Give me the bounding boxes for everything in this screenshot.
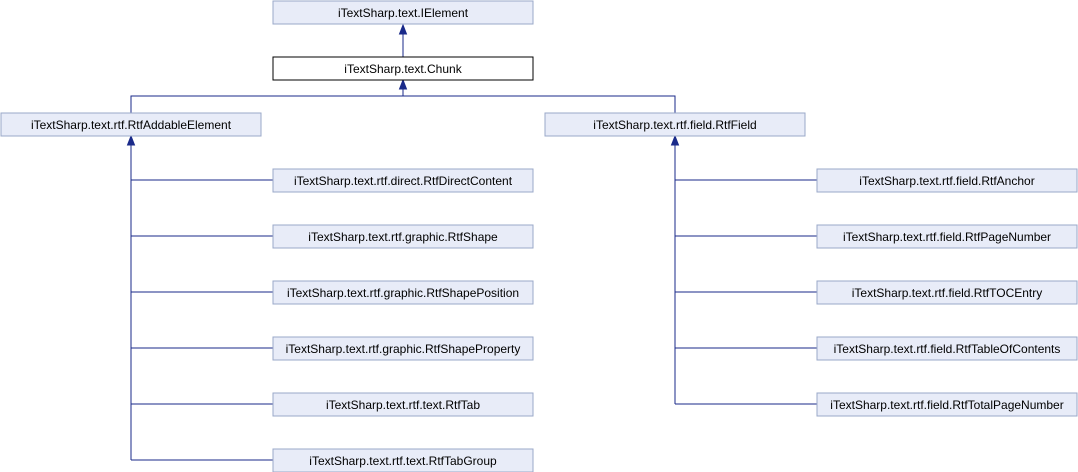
node-rtf-shape-label: iTextSharp.text.rtf.graphic.RtfShape: [308, 230, 498, 244]
arrowhead-rtf-field: [670, 134, 680, 146]
node-rtf-tab-group-label: iTextSharp.text.rtf.text.RtfTabGroup: [309, 454, 497, 468]
node-rtf-total-page-number[interactable]: iTextSharp.text.rtf.field.RtfTotalPageNu…: [816, 392, 1078, 417]
node-rtf-tab[interactable]: iTextSharp.text.rtf.text.RtfTab: [272, 392, 534, 417]
node-chunk-label: iTextSharp.text.Chunk: [344, 62, 462, 76]
node-rtf-anchor[interactable]: iTextSharp.text.rtf.field.RtfAnchor: [816, 168, 1078, 193]
node-rtf-total-page-number-label: iTextSharp.text.rtf.field.RtfTotalPageNu…: [830, 398, 1063, 412]
arrowhead-ielement: [398, 23, 408, 35]
node-rtf-table-of-contents[interactable]: iTextSharp.text.rtf.field.RtfTableOfCont…: [816, 336, 1078, 361]
arrowhead-rtf-addable-element: [126, 134, 136, 146]
node-ielement-label: iTextSharp.text.IElement: [338, 6, 469, 20]
node-rtf-table-of-contents-label: iTextSharp.text.rtf.field.RtfTableOfCont…: [834, 342, 1061, 356]
node-rtf-shape-property-label: iTextSharp.text.rtf.graphic.RtfShapeProp…: [286, 342, 521, 356]
node-rtf-anchor-label: iTextSharp.text.rtf.field.RtfAnchor: [859, 174, 1034, 188]
node-rtf-addable-element-label: iTextSharp.text.rtf.RtfAddableElement: [31, 118, 232, 132]
arrowhead-chunk: [398, 78, 408, 90]
node-rtf-tab-label: iTextSharp.text.rtf.text.RtfTab: [326, 398, 480, 412]
node-rtf-page-number[interactable]: iTextSharp.text.rtf.field.RtfPageNumber: [816, 224, 1078, 249]
node-rtf-toc-entry-label: iTextSharp.text.rtf.field.RtfTOCEntry: [852, 286, 1043, 300]
node-rtf-direct-content[interactable]: iTextSharp.text.rtf.direct.RtfDirectCont…: [272, 168, 534, 193]
edges: [126, 23, 817, 461]
edge-rtf-field-to-chunk: [402, 89, 676, 113]
node-rtf-shape-position-label: iTextSharp.text.rtf.graphic.RtfShapePosi…: [287, 286, 519, 300]
node-rtf-shape-property[interactable]: iTextSharp.text.rtf.graphic.RtfShapeProp…: [272, 336, 534, 361]
node-rtf-direct-content-label: iTextSharp.text.rtf.direct.RtfDirectCont…: [294, 174, 513, 188]
node-rtf-shape-position[interactable]: iTextSharp.text.rtf.graphic.RtfShapePosi…: [272, 280, 534, 305]
node-rtf-tab-group[interactable]: iTextSharp.text.rtf.text.RtfTabGroup: [272, 448, 534, 472]
node-rtf-page-number-label: iTextSharp.text.rtf.field.RtfPageNumber: [843, 230, 1051, 244]
node-rtf-shape[interactable]: iTextSharp.text.rtf.graphic.RtfShape: [272, 224, 534, 249]
node-rtf-addable-element[interactable]: iTextSharp.text.rtf.RtfAddableElement: [0, 112, 262, 137]
node-chunk[interactable]: iTextSharp.text.Chunk: [272, 56, 534, 81]
node-rtf-field-label: iTextSharp.text.rtf.field.RtfField: [593, 118, 756, 132]
node-rtf-field[interactable]: iTextSharp.text.rtf.field.RtfField: [544, 112, 806, 137]
node-rtf-toc-entry[interactable]: iTextSharp.text.rtf.field.RtfTOCEntry: [816, 280, 1078, 305]
edge-rtf-addable-element-to-chunk: [130, 95, 403, 113]
node-ielement[interactable]: iTextSharp.text.IElement: [272, 0, 534, 25]
